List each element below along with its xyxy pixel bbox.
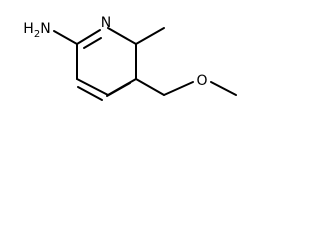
structural-formula: N H2N O xyxy=(23,15,237,101)
bond-c2-methyl xyxy=(135,27,165,45)
bond-c6-amino xyxy=(53,30,78,45)
bond-ch2-oxygen xyxy=(163,81,194,96)
bond-c6-n1-double xyxy=(83,37,102,49)
bond-c3-ch2 xyxy=(135,78,165,96)
bond-c4-c5 xyxy=(76,78,109,96)
bond-c3-c4-double xyxy=(106,82,131,97)
bond-c4-c5-double xyxy=(77,86,103,101)
bond-oxygen-methyl xyxy=(210,81,237,96)
ring-nitrogen-label: N xyxy=(101,15,111,31)
bond-c6-n1 xyxy=(76,29,101,45)
ether-oxygen-label: O xyxy=(196,73,207,89)
amino-group-label: H2N xyxy=(23,21,50,40)
bond-n1-c2 xyxy=(107,27,137,45)
